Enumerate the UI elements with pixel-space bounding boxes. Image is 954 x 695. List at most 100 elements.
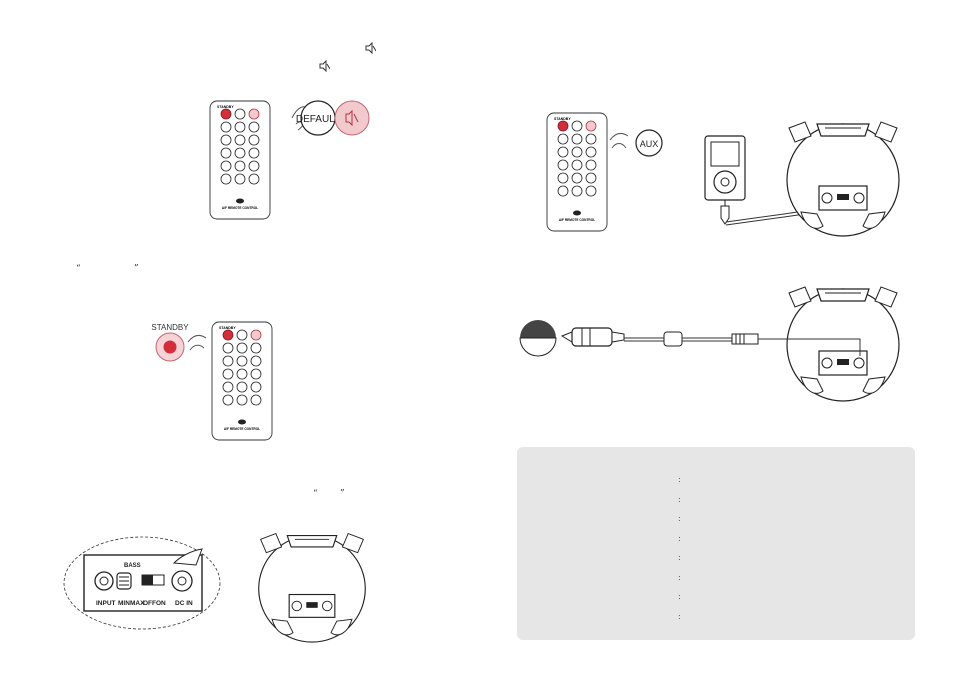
remote-button [557,172,569,184]
remote-button [571,172,583,184]
spec-row-colon: : [678,533,681,543]
mute-icon [365,42,376,54]
speaker-unit-illustration [781,114,905,238]
remote-standby-text: STANDBY [217,105,234,109]
remote-button [557,185,569,197]
remote-button [250,329,262,341]
remote-standby-text: STANDBY [554,117,571,121]
remote-button [557,133,569,145]
aux-callout-label: AUX [640,139,659,149]
remote-button [220,173,232,185]
remote-button [222,342,234,354]
default-callout: DEFAULT [291,100,370,136]
remote-button [220,108,232,120]
remote-button [220,121,232,133]
spec-row-colon: : [678,553,681,562]
dc-in-cable-route [772,338,861,356]
back-panel-zoom: BASS INPUT MIN MAX OFF ON DC IN [63,536,221,630]
remote-button [571,133,583,145]
remote-button [236,394,248,406]
default-callout-label: DEFAULT [296,114,340,125]
speaker-leg-left [271,618,294,636]
speaker-dock [286,534,338,548]
remote-button [250,394,262,406]
remote-button [220,147,232,159]
speaker-leg-left [800,376,824,394]
remote-button [571,120,583,132]
remote-button [250,342,262,354]
speaker-dock [816,123,870,137]
remote-button [585,172,597,184]
remote-button [557,120,569,132]
remote-standby-text: STANDBY [219,326,236,330]
speaker-leg-right [862,376,886,394]
speaker-unit-illustration [246,526,378,644]
remote-button [222,329,234,341]
input-label: INPUT [96,600,116,607]
remote-button [236,355,248,367]
mp3-player-illustration [704,135,746,225]
remote-button [222,368,234,380]
brand-logo [573,210,581,216]
remote-button [236,368,248,380]
remote-control-illustration: STANDBY A/F REMOTE CONTROL [546,112,608,232]
spec-row-colon: : [678,475,681,484]
spec-row-colon: : [678,572,681,582]
remote-button [248,160,260,172]
remote-button [248,108,260,120]
remote-button [236,329,248,341]
remote-button [234,173,246,185]
remote-button [250,368,262,380]
remote-button [585,185,597,197]
speaker-foot-right [341,533,365,554]
standby-callout: STANDBY [151,323,207,362]
remote-button [585,133,597,145]
remote-button [220,160,232,172]
speaker-foot-left [788,286,812,308]
remote-button [585,159,597,171]
remote-button [557,159,569,171]
spec-row-colon: : [678,592,681,601]
quote-mark: “ [313,489,318,499]
speaker-foot-left [788,121,812,143]
spec-row-colon: : [678,494,681,504]
remote-button [222,355,234,367]
remote-button [234,121,246,133]
remote-brand-text: A/F REMOTE CONTROL [559,218,595,222]
remote-button [222,394,234,406]
car-adapter-illustration [519,320,625,357]
remote-button [250,355,262,367]
remote-button [234,108,246,120]
remote-brand-text: A/F REMOTE CONTROL [222,206,258,210]
dc-in-label: DC IN [175,600,193,607]
off-label: OFF [143,600,156,607]
remote-button [571,146,583,158]
remote-button [585,120,597,132]
speaker-foot-right [874,121,898,143]
speaker-foot-right [874,286,898,308]
brand-logo [238,419,246,425]
remote-button [236,342,248,354]
remote-button [220,134,232,146]
mute-icon [319,60,330,72]
remote-button [585,146,597,158]
quote-mark: “ [76,264,81,274]
aux-callout: AUX [609,129,663,157]
min-label: MIN [118,600,130,607]
on-label: ON [156,600,166,607]
brand-logo [236,198,244,204]
remote-button [248,173,260,185]
remote-brand-text: A/F REMOTE CONTROL [224,427,260,431]
remote-button [236,381,248,393]
remote-button [571,185,583,197]
speaker-leg-left [800,211,824,229]
remote-button [234,147,246,159]
remote-button [248,121,260,133]
max-label: MAX [130,600,145,607]
remote-control-illustration: STANDBY A/F REMOTE CONTROL [211,321,273,441]
speaker-foot-left [259,533,283,554]
remote-button [250,381,262,393]
spec-row-colon: : [678,514,681,523]
speaker-dock [816,288,870,302]
specifications-panel: :::::::: [517,447,915,640]
